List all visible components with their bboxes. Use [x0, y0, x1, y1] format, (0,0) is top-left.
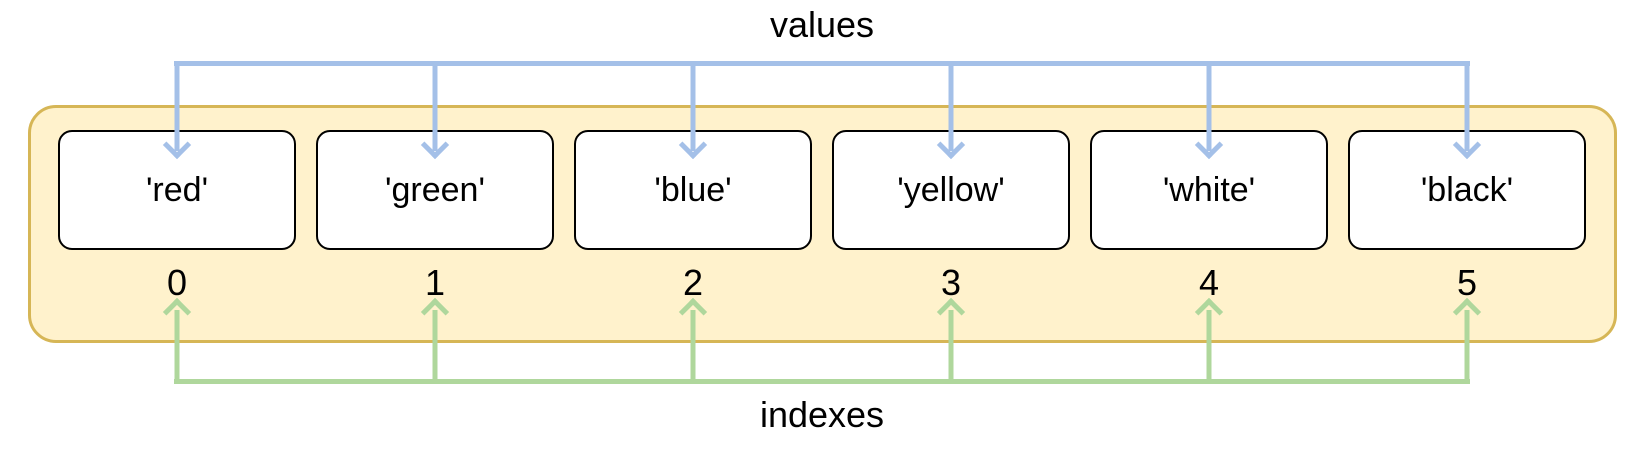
cell-value: 'green' — [385, 170, 485, 209]
cell-value: 'red' — [145, 170, 209, 209]
cell-value: 'white' — [1162, 170, 1256, 209]
indexes-connector-line — [174, 379, 1470, 384]
values-connector-line — [174, 61, 1470, 66]
list-cell: 'black' — [1348, 130, 1586, 250]
list-cell: 'white' — [1090, 130, 1328, 250]
cell-value: 'black' — [1420, 170, 1514, 209]
cells-row: 'red' 'green' 'blue' 'yellow' 'white' 'b… — [58, 130, 1586, 250]
index-number: 1 — [424, 262, 446, 303]
index-number: 0 — [166, 262, 188, 303]
list-cell: 'red' — [58, 130, 296, 250]
indexes-row: 0 1 2 3 4 5 — [58, 262, 1586, 304]
cell-value: 'blue' — [654, 170, 732, 209]
list-cell: 'yellow' — [832, 130, 1070, 250]
index-number: 4 — [1198, 262, 1220, 303]
list-cell: 'blue' — [574, 130, 812, 250]
index-number: 3 — [940, 262, 962, 303]
index-number: 2 — [682, 262, 704, 303]
values-label: values — [769, 4, 875, 45]
index-number: 5 — [1456, 262, 1478, 303]
list-cell: 'green' — [316, 130, 554, 250]
cell-value: 'yellow' — [897, 170, 1005, 209]
indexes-label: indexes — [759, 394, 885, 435]
